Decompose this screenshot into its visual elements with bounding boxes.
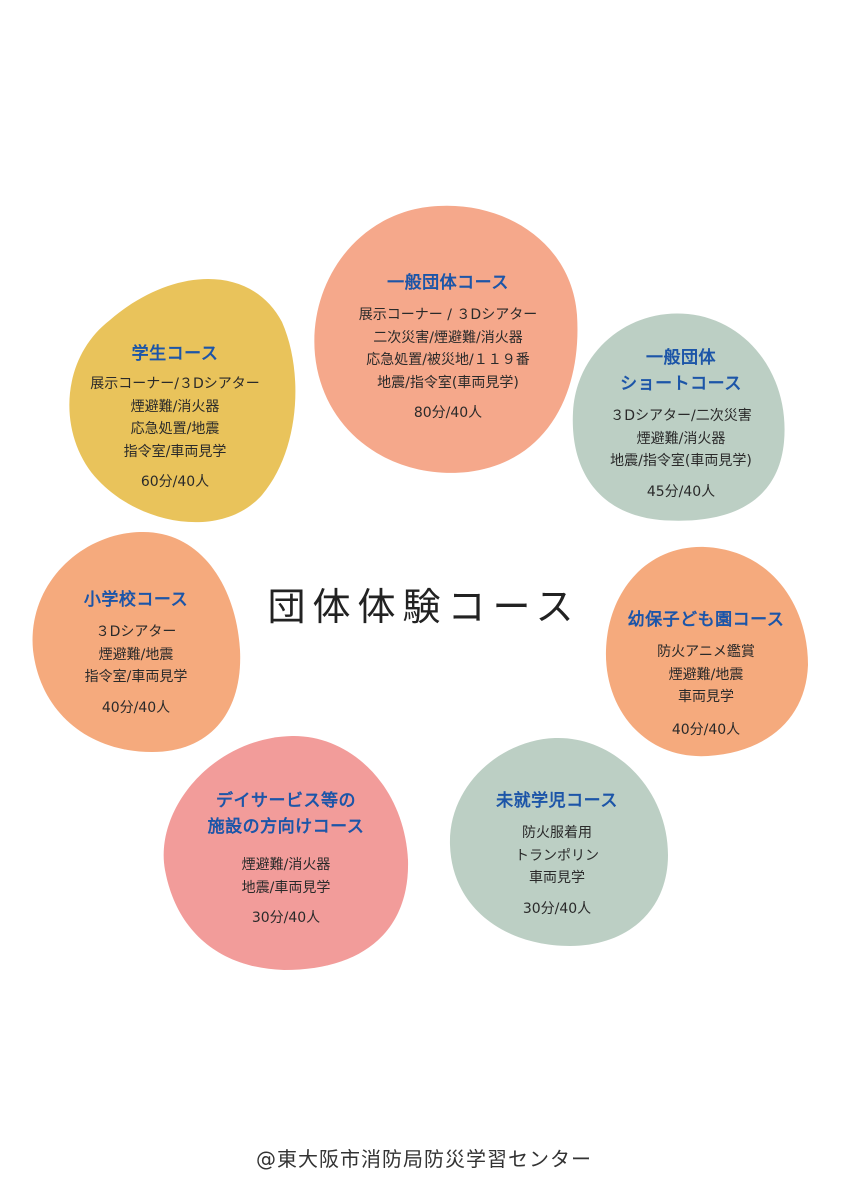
course-card-ippan-short: 一般団体ショートコース ３Dシアター/二次災害煙避難/消火器地震/指令室(車両見学… [610, 345, 752, 501]
course-content-list: 煙避難/消火器地震/車両見学 [208, 854, 365, 899]
course-blob-gakusei [69, 278, 296, 523]
course-duration-capacity: 40分/40人 [671, 721, 741, 738]
course-blob-dayservice [163, 735, 409, 970]
course-title-line: 学生コース [131, 344, 219, 364]
course-title-line: 小学校コース [83, 590, 189, 610]
course-blob-yohoji [605, 546, 808, 757]
course-blob-shogakko [32, 531, 241, 752]
course-content-item: ３Dシアター [95, 624, 177, 640]
course-content-item: 展示コーナー/３Dシアター [90, 376, 260, 392]
course-duration-capacity: 45分/40人 [646, 483, 716, 500]
course-duration-capacity: 40分/40人 [101, 699, 171, 716]
course-title: 一般団体コース [359, 270, 537, 296]
course-title-line: 未就学児コース [496, 791, 618, 811]
course-card-yohoji: 幼保子ども園コース防火アニメ鑑賞煙避難/地震車両見学 40分/40人 [628, 607, 785, 739]
course-duration-capacity: 60分/40人 [140, 474, 210, 490]
course-content-item: 指令室/車両見学 [123, 443, 227, 460]
course-title-line: 施設の方向けコース [207, 817, 365, 837]
course-title-line: ショートコース [620, 374, 742, 394]
course-content-item: 防火アニメ鑑賞 [657, 644, 755, 660]
course-title-line: 幼保子ども園コース [627, 610, 785, 630]
course-content-item: 応急処置/地震 [130, 421, 220, 437]
course-title-line: 一般団体 [645, 348, 716, 368]
course-content-item: 煙避難/消火器 [636, 430, 726, 447]
course-content-item: 煙避難/地震 [98, 646, 174, 663]
course-title: デイサービス等の施設の方向けコース [208, 788, 365, 840]
course-content-item: ３Dシアター/二次災害 [610, 408, 752, 424]
course-content-item: 地震/指令室(車両見学) [610, 453, 752, 469]
course-blob-mishugakuji [449, 737, 668, 946]
course-content-item: 車両見学 [678, 689, 734, 705]
course-blob-ippan [314, 205, 578, 473]
page-title: 団体体験コース [267, 585, 581, 629]
course-content-item: 煙避難/地震 [668, 666, 744, 683]
course-content-list: 展示コーナー / ３Dシアター二次災害/煙避難/消火器応急処置/被災地/１１９番… [359, 304, 537, 394]
course-content-list: 展示コーナー/３Dシアター煙避難/消火器応急処置/地震指令室/車両見学 [90, 373, 260, 463]
course-content-item: トランポリン [515, 847, 599, 864]
footer-credit: @東大阪市消防局防災学習センター [256, 1147, 592, 1171]
course-card-ippan: 一般団体コース展示コーナー / ３Dシアター二次災害/煙避難/消火器応急処置/被… [359, 270, 537, 422]
course-title-line: デイサービス等の [216, 791, 356, 811]
course-card-dayservice: デイサービス等の施設の方向けコース煙避難/消火器地震/車両見学 30分/40人 [208, 788, 365, 927]
course-content-item: 煙避難/消火器 [241, 857, 331, 873]
course-content-item: 二次災害/煙避難/消火器 [373, 329, 523, 346]
course-content-item: 防火服着用 [522, 825, 592, 841]
course-title: 一般団体ショートコース [610, 345, 752, 397]
course-card-gakusei: 学生コース展示コーナー/３Dシアター煙避難/消火器応急処置/地震指令室/車両見学… [90, 341, 260, 491]
course-content-list: 防火アニメ鑑賞煙避難/地震車両見学 [628, 641, 785, 709]
course-title: 未就学児コース [496, 788, 618, 814]
course-content-item: 煙避難/消火器 [130, 398, 220, 415]
course-title: 学生コース [90, 341, 260, 367]
course-content-list: ３Dシアター煙避難/地震指令室/車両見学 [84, 621, 188, 689]
course-title: 小学校コース [84, 587, 188, 613]
course-content-item: 応急処置/被災地/１１９番 [366, 352, 530, 368]
course-duration-capacity: 30分/40人 [522, 900, 592, 917]
course-content-item: 車両見学 [529, 870, 585, 886]
course-content-item: 地震/指令室(車両見学) [377, 374, 519, 391]
course-title: 幼保子ども園コース [628, 607, 785, 633]
course-card-shogakko: 小学校コース ３Dシアター煙避難/地震指令室/車両見学 40分/40人 [84, 587, 188, 717]
course-content-item: 展示コーナー / ３Dシアター [358, 307, 538, 323]
course-content-list: 防火服着用トランポリン車両見学 [496, 822, 618, 890]
course-duration-capacity: 30分/40人 [251, 910, 321, 926]
course-content-item: 地震/車両見学 [241, 879, 331, 896]
course-blob-ippan-short [572, 313, 785, 521]
course-duration-capacity: 80分/40人 [413, 405, 483, 421]
course-title-line: 一般団体コース [387, 273, 509, 293]
course-content-item: 指令室/車両見学 [84, 669, 188, 685]
course-content-list: ３Dシアター/二次災害煙避難/消火器地震/指令室(車両見学) [610, 405, 752, 473]
course-card-mishugakuji: 未就学児コース防火服着用トランポリン車両見学 30分/40人 [496, 788, 618, 918]
